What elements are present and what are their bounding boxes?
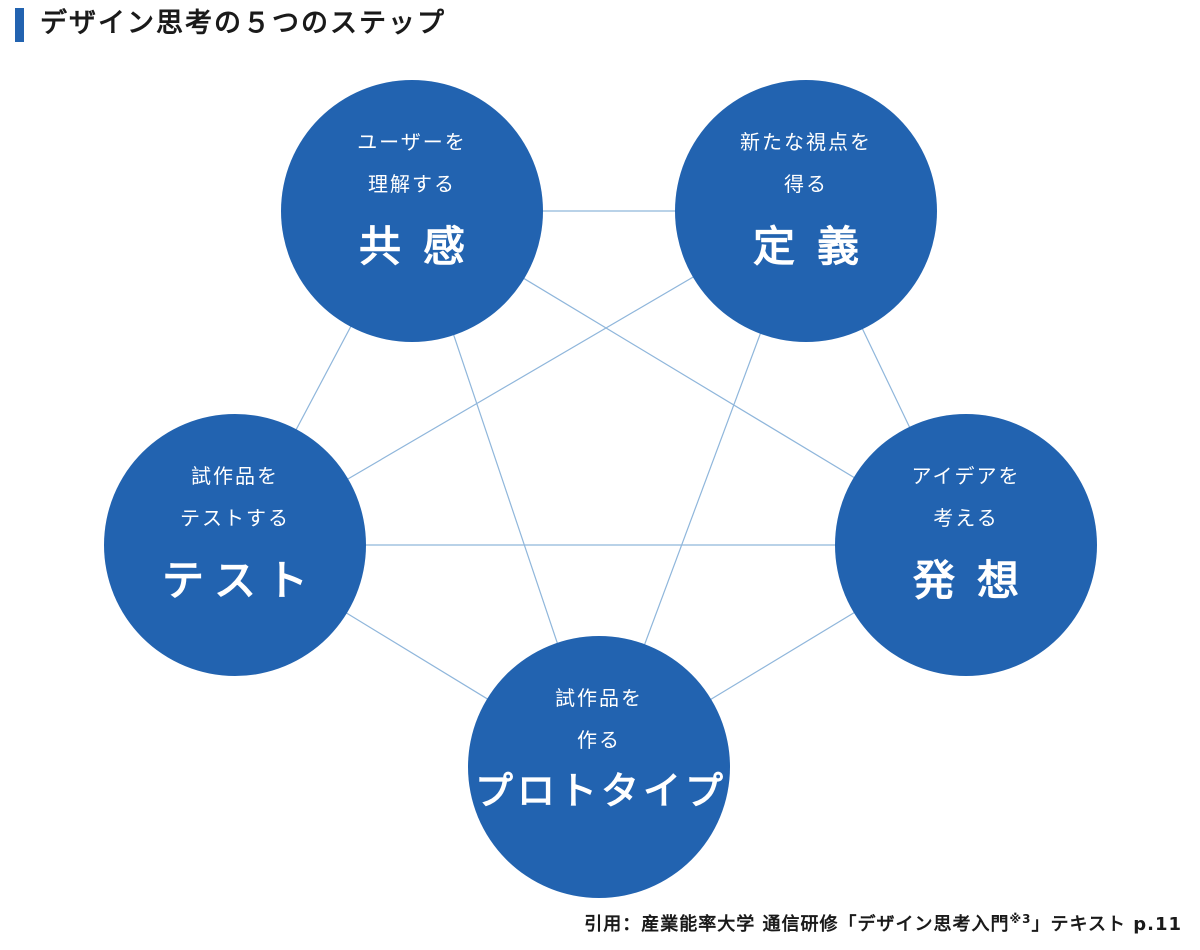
step-ideate-line1: アイデアを	[911, 464, 1021, 488]
step-define-label: 定義	[752, 222, 881, 271]
step-prototype-label: プロトタイプ	[474, 769, 727, 813]
title-accent-bar	[15, 8, 24, 42]
step-prototype-line2: 作る	[577, 728, 621, 752]
step-test-line1: 試作品を	[191, 464, 279, 488]
step-ideate-label: 発想	[912, 556, 1041, 605]
step-define: 新たな視点を 得る 定義	[675, 80, 937, 342]
step-prototype: 試作品を 作る プロトタイプ	[468, 636, 730, 898]
citation-mark: ※3	[1009, 912, 1032, 926]
step-test-label: テスト	[161, 556, 318, 605]
step-ideate-line2: 考える	[933, 506, 999, 530]
step-empathize-line1: ユーザーを	[357, 130, 467, 154]
page-title: デザイン思考の５つのステップ	[40, 8, 446, 39]
step-prototype-line1: 試作品を	[555, 686, 643, 710]
step-define-line2: 得る	[784, 172, 828, 196]
step-define-line1: 新たな視点を	[740, 130, 872, 154]
step-ideate: アイデアを 考える 発想	[835, 414, 1097, 676]
step-test: 試作品を テストする テスト	[104, 414, 366, 676]
citation-text: 引用：産業能率大学 通信研修「デザイン思考入門	[584, 914, 1010, 935]
step-test-line2: テストする	[180, 506, 290, 530]
citation: 引用：産業能率大学 通信研修「デザイン思考入門※3」テキスト p.11	[584, 910, 1182, 936]
step-empathize-label: 共感	[358, 222, 487, 271]
step-empathize: ユーザーを 理解する 共感	[281, 80, 543, 342]
citation-tail: 」テキスト p.11	[1031, 914, 1182, 935]
step-empathize-line2: 理解する	[368, 172, 456, 196]
